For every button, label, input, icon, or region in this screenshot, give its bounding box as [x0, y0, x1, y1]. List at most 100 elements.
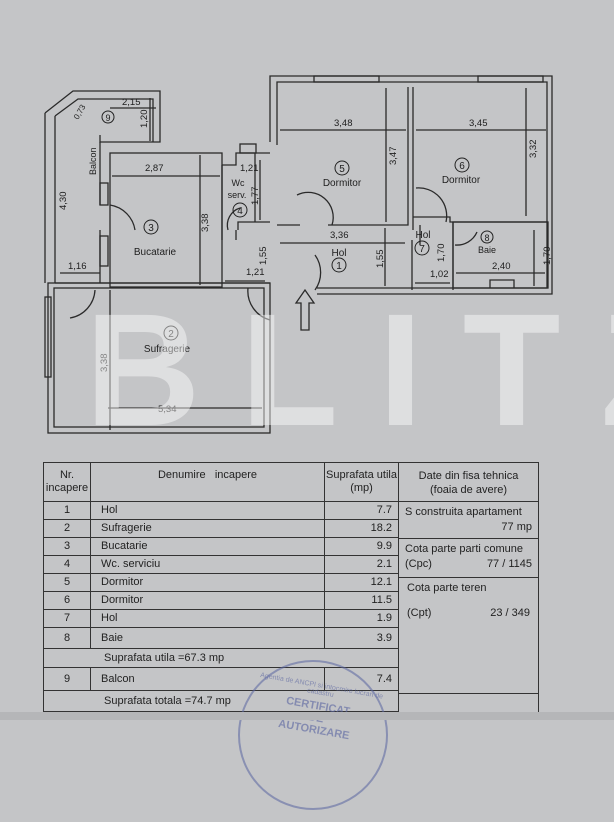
- svg-text:3,45: 3,45: [469, 118, 488, 129]
- common-label: Cota parte parti comune: [405, 543, 524, 555]
- tech-empty: [398, 693, 539, 713]
- svg-text:Dormitor: Dormitor: [323, 178, 362, 189]
- table-cell-area: 7.7: [324, 501, 399, 520]
- built-label: S construita apartament: [405, 506, 522, 518]
- svg-text:5: 5: [339, 164, 345, 175]
- header-tech-line1: Date din fisa tehnica: [418, 470, 519, 482]
- table-cell-area: 3.9: [324, 627, 399, 649]
- table-cell-area: 9.9: [324, 537, 399, 556]
- table-cell-name: Sufragerie: [90, 519, 325, 538]
- svg-text:6: 6: [459, 161, 465, 172]
- svg-text:Wc: Wc: [232, 178, 245, 188]
- room-4: 4 Wc serv.: [228, 178, 248, 218]
- table-cell-area: 2.1: [324, 555, 399, 574]
- table-cell-name: Dormitor: [90, 573, 325, 592]
- table-cell-nr: 5: [43, 573, 91, 592]
- svg-text:9: 9: [105, 113, 110, 123]
- svg-text:3: 3: [148, 223, 154, 234]
- header-area: Suprafata utila(mp): [324, 462, 399, 502]
- useful-total: Suprafata utila =67.3 mp: [104, 652, 225, 664]
- table-cell-area: 18.2: [324, 519, 399, 538]
- common-code: (Cpc): [405, 558, 432, 570]
- table-cell-nr: 1: [43, 501, 91, 520]
- svg-text:4,30: 4,30: [58, 192, 69, 211]
- svg-text:7: 7: [419, 244, 425, 255]
- svg-text:serv.: serv.: [228, 190, 247, 200]
- svg-text:3,32: 3,32: [528, 140, 539, 159]
- svg-text:2,15: 2,15: [122, 97, 141, 108]
- svg-text:Dormitor: Dormitor: [442, 175, 481, 186]
- header-nr-line1: Nr.: [59, 469, 75, 481]
- table-cell-area: 1.9: [324, 609, 399, 628]
- land-code: (Cpt): [407, 607, 432, 619]
- table-cell-nr: 8: [43, 627, 91, 649]
- svg-text:2,87: 2,87: [145, 163, 164, 174]
- table-cell-name: Hol: [90, 609, 325, 628]
- table-cell-name: Dormitor: [90, 591, 325, 610]
- table-cell-name: Wc. serviciu: [90, 555, 325, 574]
- svg-text:Bucatarie: Bucatarie: [134, 247, 177, 258]
- header-tech: Date din fisa tehnica (foaia de avere): [398, 462, 539, 502]
- svg-text:3,38: 3,38: [99, 354, 110, 373]
- svg-text:1,77: 1,77: [250, 187, 261, 206]
- table-cell-area: 11.5: [324, 591, 399, 610]
- svg-text:3,36: 3,36: [330, 230, 349, 241]
- header-nr-line2: incapere: [45, 482, 89, 494]
- tech-built: S construita apartament 77 mp: [398, 501, 539, 539]
- table-cell-nr: 2: [43, 519, 91, 538]
- svg-text:8: 8: [484, 233, 489, 243]
- header-name: Denumire incapere: [90, 462, 325, 502]
- svg-text:0,73: 0,73: [72, 103, 88, 121]
- header-area-line1: Suprafata utila: [326, 469, 397, 481]
- svg-text:Sufragerie: Sufragerie: [144, 344, 191, 355]
- table-cell-name: Bucatarie: [90, 537, 325, 556]
- tech-common: Cota parte parti comune (Cpc) 77 / 1145: [398, 538, 539, 578]
- svg-text:1,70: 1,70: [436, 244, 447, 263]
- svg-text:5,34: 5,34: [158, 404, 177, 415]
- svg-text:3,48: 3,48: [334, 118, 353, 129]
- useful-total-row: Suprafata utila =67.3 mp: [43, 648, 399, 668]
- table-cell-name: Hol: [90, 501, 325, 520]
- built-value: 77 mp: [501, 521, 532, 533]
- table-cell-nr: 7: [43, 609, 91, 628]
- page-edge: [0, 712, 614, 720]
- header-name-text: Denumire incapere: [157, 469, 258, 481]
- svg-text:3,47: 3,47: [388, 147, 399, 166]
- table-cell-nr: 4: [43, 555, 91, 574]
- table-cell-nr: 6: [43, 591, 91, 610]
- svg-text:1,16: 1,16: [68, 261, 87, 272]
- svg-text:2: 2: [168, 329, 174, 340]
- svg-text:4: 4: [237, 206, 243, 217]
- svg-text:2,40: 2,40: [492, 261, 511, 272]
- land-label: Cota parte teren: [407, 582, 487, 594]
- common-value: 77 / 1145: [486, 558, 532, 570]
- svg-text:1,55: 1,55: [375, 250, 386, 269]
- svg-text:Baie: Baie: [478, 245, 496, 255]
- svg-text:1,21: 1,21: [240, 163, 259, 174]
- land-value: 23 / 349: [490, 607, 530, 619]
- svg-text:Balcon: Balcon: [88, 147, 98, 175]
- svg-text:1,02: 1,02: [430, 269, 449, 280]
- tech-land: Cota parte teren (Cpt) 23 / 349: [398, 577, 539, 694]
- svg-text:Hol: Hol: [331, 248, 346, 259]
- grand-total: Suprafata totala =74.7 mp: [104, 695, 231, 707]
- table-cell-nr: 3: [43, 537, 91, 556]
- balcon-nr: 9: [43, 667, 91, 691]
- svg-text:3,38: 3,38: [200, 214, 211, 233]
- dimension-labels: 2,15 1,20 0,73 4,30 1,16 2,87 3,38 1,21 …: [58, 97, 553, 415]
- table-cell-area: 12.1: [324, 573, 399, 592]
- svg-text:1,20: 1,20: [139, 110, 150, 129]
- svg-text:1,55: 1,55: [258, 247, 269, 266]
- svg-text:1,21: 1,21: [246, 267, 265, 278]
- header-area-line2: (mp): [350, 482, 373, 494]
- header-tech-line2: (foaia de avere): [429, 484, 508, 496]
